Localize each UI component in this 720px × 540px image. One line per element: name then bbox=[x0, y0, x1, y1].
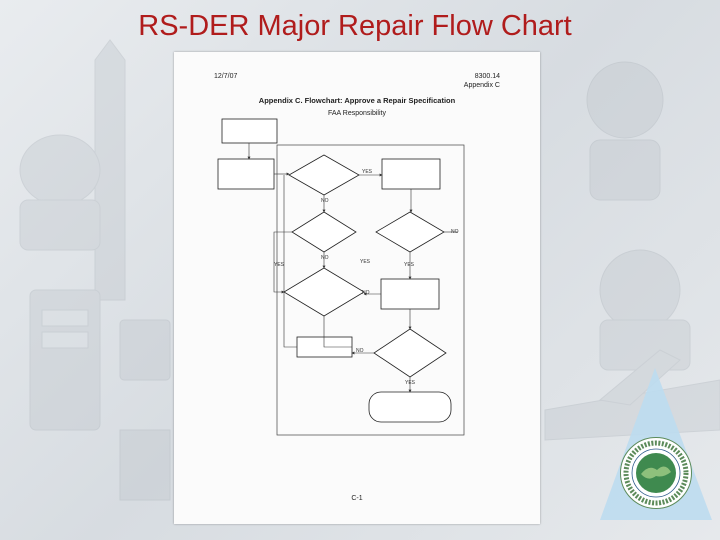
node-receive bbox=[217, 158, 275, 190]
node-decision-4 bbox=[373, 328, 447, 378]
document-heading: Appendix C. Flowchart: Approve a Repair … bbox=[258, 96, 456, 105]
yes-label: YES bbox=[404, 262, 415, 268]
pump-illustration bbox=[586, 61, 664, 139]
page-number: C-1 bbox=[351, 495, 363, 502]
node-submit bbox=[381, 158, 441, 190]
yes-label: YES bbox=[274, 262, 285, 268]
node-end bbox=[368, 391, 452, 423]
node-decision-3 bbox=[283, 267, 365, 317]
node-decision-2 bbox=[291, 211, 357, 253]
slide-title: RS-DER Major Repair Flow Chart bbox=[138, 10, 572, 42]
organization-seal bbox=[620, 437, 692, 509]
yes-label: YES bbox=[360, 259, 371, 265]
engine-part-illustration bbox=[19, 134, 101, 206]
document-subheading: FAA Responsibility bbox=[328, 110, 386, 117]
seal-graphic bbox=[623, 440, 689, 506]
meter-illustration bbox=[29, 289, 101, 431]
flowchart-diagram bbox=[217, 118, 465, 436]
node-decision-1 bbox=[288, 154, 360, 196]
node-evaluate bbox=[380, 278, 440, 310]
no-label: NO bbox=[362, 290, 370, 296]
no-label: NO bbox=[321, 255, 329, 261]
connector bbox=[283, 175, 297, 348]
no-label: NO bbox=[321, 198, 329, 204]
yes-label: YES bbox=[405, 380, 416, 386]
document-number: 8300.14 bbox=[474, 73, 500, 80]
no-label: NO bbox=[356, 348, 364, 354]
yes-label: YES bbox=[362, 169, 373, 175]
connector bbox=[273, 231, 292, 294]
no-label: NO bbox=[451, 229, 459, 235]
node-decision-right bbox=[375, 211, 445, 253]
document-page: 12/7/07 8300.14 Appendix C Appendix C. F… bbox=[174, 52, 540, 524]
document-date: 12/7/07 bbox=[214, 73, 238, 80]
appendix-label: Appendix C bbox=[463, 82, 500, 89]
flowchart-border bbox=[276, 144, 465, 436]
node-start bbox=[221, 118, 278, 144]
rocket-illustration bbox=[94, 39, 126, 301]
connector bbox=[323, 316, 352, 348]
